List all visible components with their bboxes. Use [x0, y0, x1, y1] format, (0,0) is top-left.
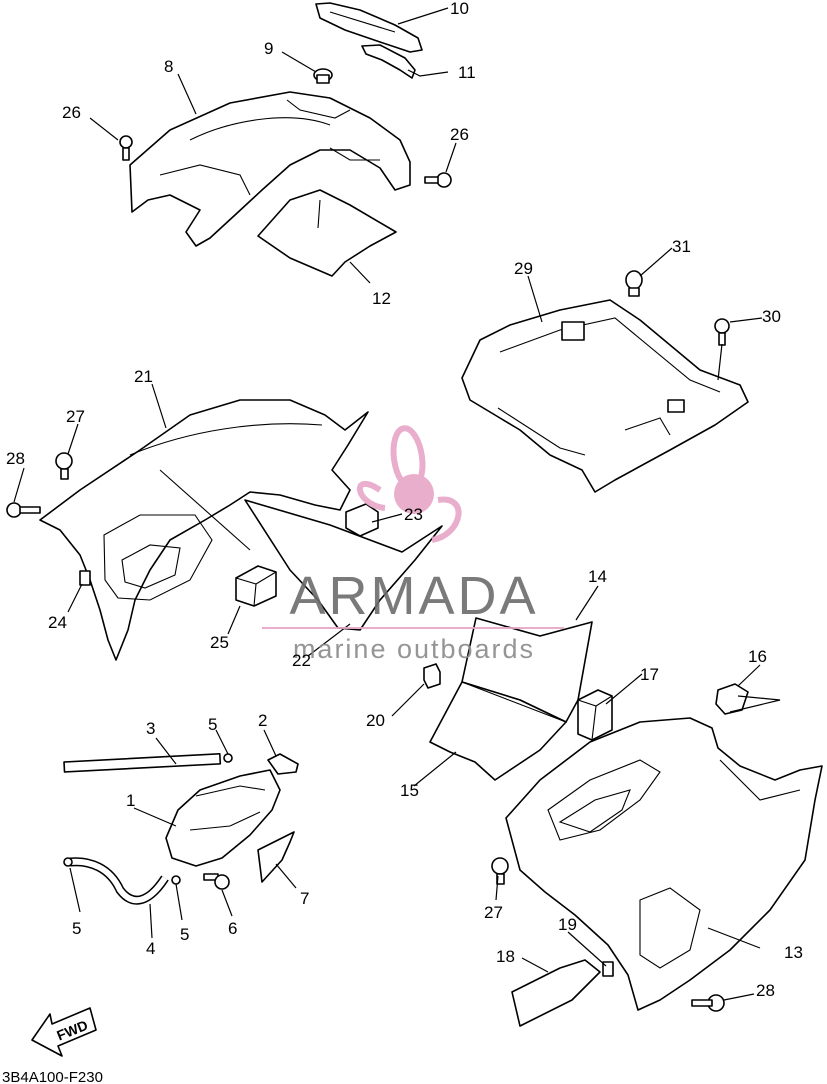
callout-17: 17 [640, 665, 659, 684]
watermark-subtitle: marine outboards [293, 634, 535, 664]
part-5-clamp-mid [171, 875, 181, 885]
part-11-bracket [361, 44, 416, 79]
callout-31: 31 [672, 237, 691, 256]
part-22-panel-strip [244, 499, 443, 631]
callout-12: 12 [372, 289, 391, 308]
part-30-bolt [714, 318, 730, 346]
callout-23: 23 [404, 505, 423, 524]
part-25-pad [235, 565, 277, 607]
leader-lines [13, 7, 781, 1001]
part-29-frame-bracket [461, 299, 749, 493]
callout-19: 19 [558, 915, 577, 934]
callout-11: 11 [458, 63, 476, 82]
part-31-clip [625, 270, 643, 297]
part-15-heat-shield-lower [429, 681, 567, 781]
part-5-clamp-top [223, 753, 233, 763]
callout-16: 16 [748, 647, 767, 666]
part-12-mud-flap [257, 189, 397, 277]
part-18-mat [511, 959, 601, 1027]
callout-10: 10 [450, 0, 469, 18]
callout-8: 8 [164, 57, 173, 76]
armada-watermark: ARMADA marine outboards [262, 425, 564, 664]
callout-24: 24 [48, 613, 67, 632]
callout-26-left: 26 [62, 103, 81, 122]
part-13-side-cover [505, 717, 823, 1011]
callout-4: 4 [146, 939, 155, 958]
part-17-pad [577, 689, 613, 741]
watermark-title: ARMADA [289, 566, 538, 626]
part-10-cap [315, 2, 423, 53]
callout-13: 13 [784, 943, 803, 962]
callout-29: 29 [514, 259, 533, 278]
callout-14: 14 [588, 567, 607, 586]
part-26-bolt-right [424, 172, 452, 188]
callout-25: 25 [210, 633, 229, 652]
part-16-pad [715, 683, 749, 715]
callout-5-top: 5 [208, 715, 217, 734]
callout-2: 2 [258, 711, 267, 730]
diagram-code: 3B4A100-F230 [2, 1069, 103, 1084]
propeller-logo-icon [356, 425, 462, 543]
part-3-rod [63, 753, 222, 773]
callout-18: 18 [496, 947, 515, 966]
callout-30: 30 [762, 307, 781, 326]
callout-26-right: 26 [450, 125, 469, 144]
callout-21: 21 [134, 367, 153, 386]
part-27-bolt-lower [491, 857, 509, 885]
part-5-clamp-left [63, 857, 73, 867]
part-19-clip [602, 961, 614, 977]
part-23-pad [345, 503, 379, 537]
callout-9: 9 [264, 39, 273, 58]
part-6-bolt [203, 873, 230, 890]
callout-5-mid: 5 [180, 925, 189, 944]
part-1-tank [165, 769, 281, 867]
part-2-cap [267, 753, 299, 775]
part-20-pad [423, 663, 441, 689]
callout-20: 20 [366, 711, 385, 730]
part-26-bolt-left [119, 135, 133, 161]
callout-1: 1 [126, 791, 135, 810]
callout-28-right: 28 [756, 981, 775, 1000]
callout-27-upper: 27 [66, 407, 85, 426]
callout-labels: 1 2 3 4 5 5 5 6 7 8 9 10 11 12 13 14 15 … [6, 0, 803, 1000]
part-21-side-cover [39, 399, 369, 661]
callout-6: 6 [228, 919, 237, 938]
callout-22: 22 [292, 651, 311, 670]
part-7-cover [257, 831, 295, 883]
part-24-clip [79, 570, 91, 586]
forward-arrow-icon: FWD [31, 1007, 97, 1057]
part-28-screw-left [6, 502, 41, 518]
callout-27-lower: 27 [484, 903, 503, 922]
callout-28-left: 28 [6, 449, 25, 468]
callout-7: 7 [300, 889, 309, 908]
part-27-bolt-upper [55, 452, 73, 480]
callout-5-left: 5 [72, 919, 81, 938]
part-8-rear-fender [129, 91, 411, 247]
part-9-grommet [313, 68, 333, 84]
callout-3: 3 [146, 719, 155, 738]
part-28-screw-right [691, 994, 725, 1012]
callout-15: 15 [400, 781, 419, 800]
part-4-hose [69, 857, 169, 905]
